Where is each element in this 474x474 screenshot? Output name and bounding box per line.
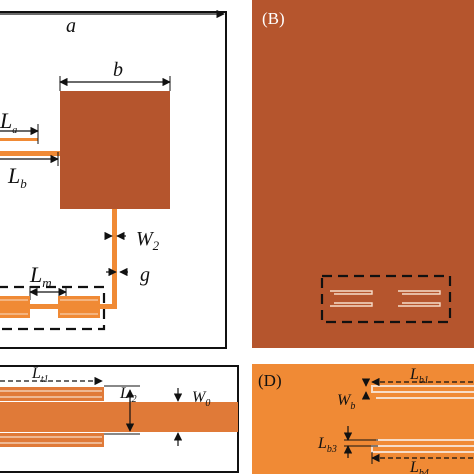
dim-W2-label: W2 — [136, 228, 160, 253]
feed-line-vertical — [112, 209, 117, 309]
feed-stub — [0, 151, 60, 156]
stub-lower — [0, 433, 104, 447]
slot-group-b — [330, 290, 441, 307]
dim-Lb3-label: Lb3 — [317, 435, 337, 455]
dim-Lb1-label: Lb1 — [409, 366, 429, 386]
dim-La-label: La — [0, 108, 17, 136]
panel-a: a b La Lb W2 g Lm — [0, 9, 227, 349]
panel-c: Lt1 Lt2 W0 — [0, 365, 239, 473]
main-line — [0, 402, 238, 432]
stub-upper — [0, 387, 104, 401]
patch — [60, 91, 170, 209]
dim-Lt2-label: Lt2 — [119, 385, 137, 405]
dashed-box-b — [320, 274, 452, 324]
panel-d-label: (D) — [258, 371, 282, 390]
dim-Lm-label: Lm — [29, 262, 52, 290]
dim-Lt1-label: Lt1 — [31, 365, 49, 385]
dim-W0-label: W0 — [192, 389, 210, 409]
dim-Lb-label: Lb — [7, 163, 27, 191]
panel-d: (D) Lb1 Wb Lb3 Lb4 — [252, 364, 474, 474]
slot-detail-d — [371, 385, 474, 453]
stub-group-a — [0, 296, 100, 318]
ground-plane — [252, 0, 474, 348]
panel-b-label: (B) — [262, 9, 285, 28]
dashed-box-a — [0, 285, 106, 331]
dim-a-label: a — [66, 15, 76, 37]
dim-b-label: b — [113, 59, 123, 81]
panel-b: (B) — [252, 0, 474, 348]
dim-g-label: g — [140, 264, 150, 286]
dim-Lb4-label: Lb4 — [409, 459, 429, 474]
dim-Wb-label: Wb — [337, 392, 355, 412]
